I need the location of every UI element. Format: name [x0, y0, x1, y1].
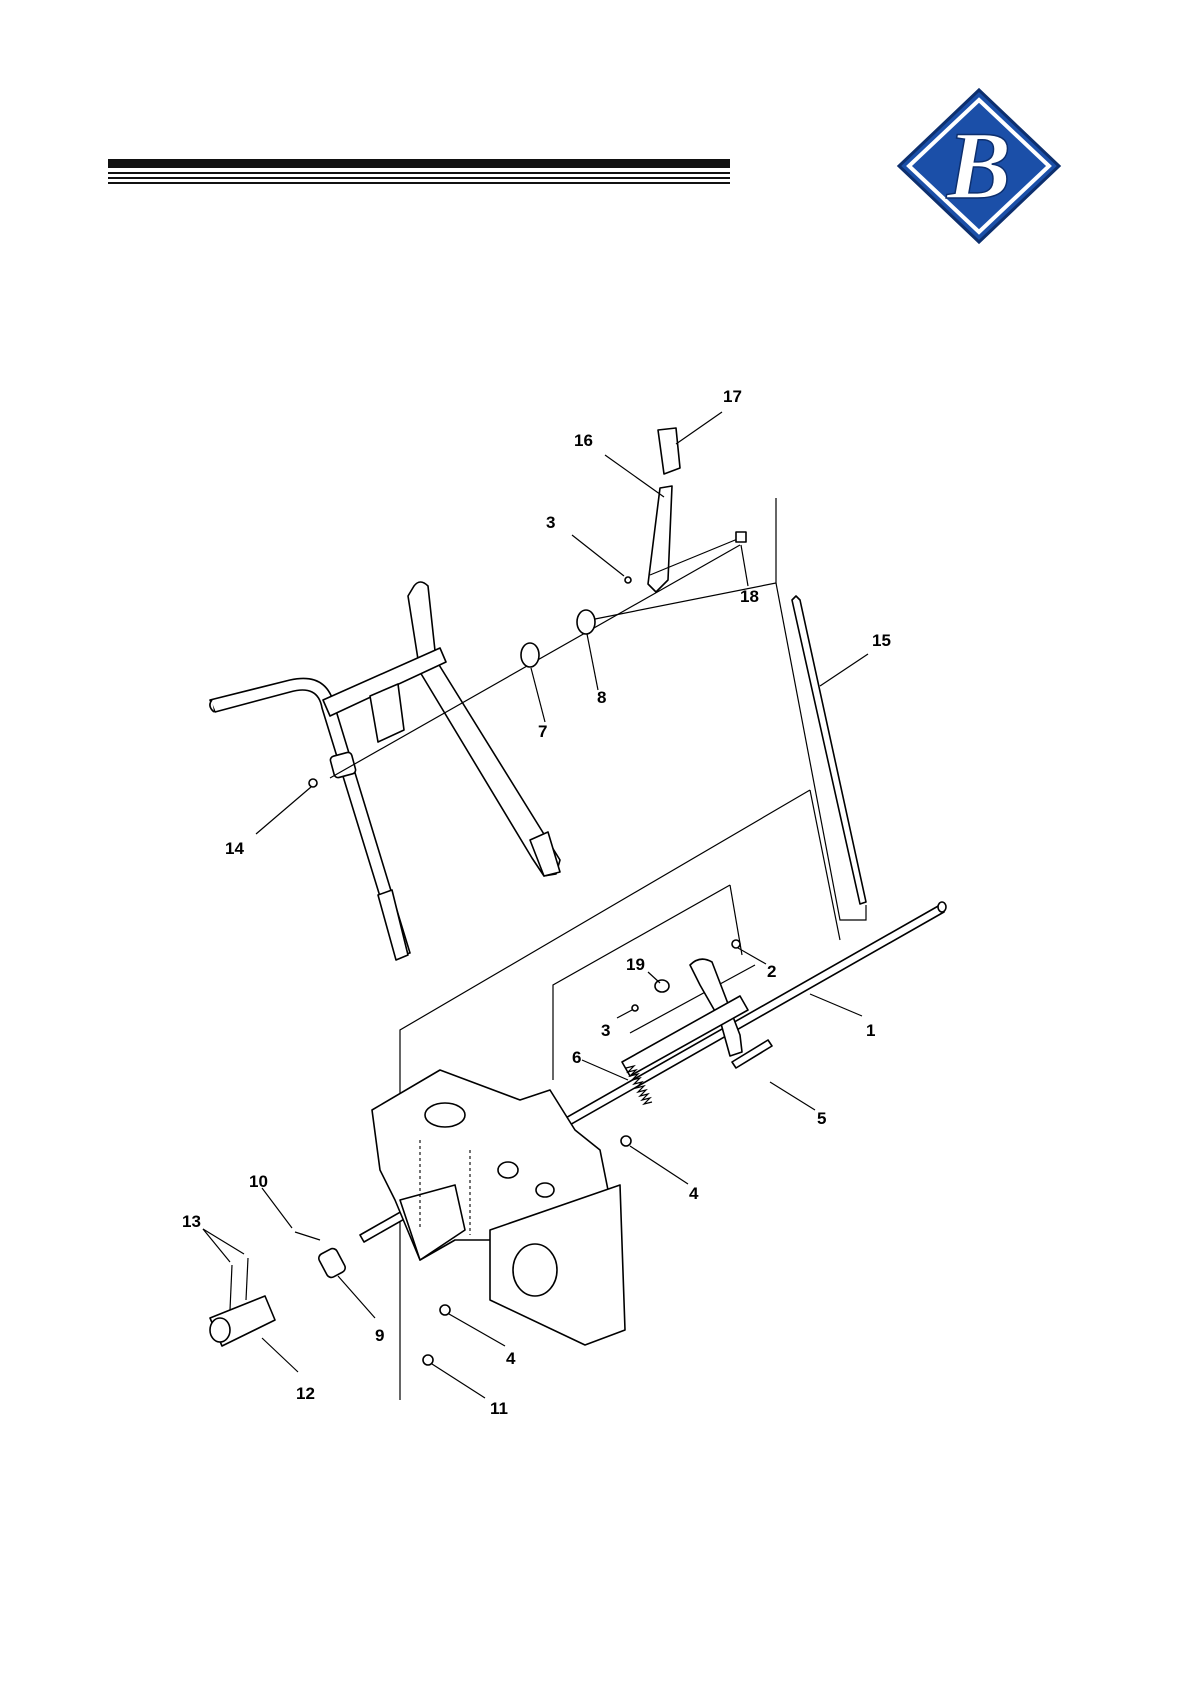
- callout-6: 6: [572, 1048, 581, 1067]
- callout-1: 1: [866, 1021, 875, 1040]
- shift-knob: [658, 428, 680, 474]
- callout-11: 11: [490, 1399, 508, 1418]
- pin-13b: [246, 1258, 248, 1300]
- callout-7: 7: [538, 722, 547, 741]
- callout-18: 18: [740, 587, 759, 606]
- bolt-10: [295, 1232, 320, 1240]
- pin-13a: [230, 1265, 232, 1310]
- shift-lever: [648, 486, 672, 592]
- callout-16: 16: [574, 431, 593, 450]
- nut-4a: [621, 1136, 631, 1146]
- frame-hole: [498, 1162, 518, 1178]
- callout-3-lower: 3: [601, 1021, 610, 1040]
- housing-port: [513, 1244, 557, 1296]
- callout-15: 15: [872, 631, 891, 650]
- handle-lower-end: [378, 890, 408, 960]
- nut-11: [423, 1355, 433, 1365]
- alignment-line: [810, 790, 840, 940]
- pivot-bolt: [732, 940, 740, 948]
- callout-9: 9: [375, 1326, 384, 1345]
- bushing: [317, 1247, 347, 1279]
- callout-13: 13: [182, 1212, 201, 1231]
- callout-14: 14: [225, 839, 244, 858]
- callout-4-lower: 4: [506, 1349, 516, 1368]
- callout-8: 8: [597, 688, 606, 707]
- callout-17: 17: [723, 387, 742, 406]
- callout-12: 12: [296, 1384, 315, 1403]
- flat-washer: [521, 643, 539, 667]
- hairpin-clip: [625, 577, 631, 583]
- hairpin-clip-2: [632, 1005, 638, 1011]
- callout-19: 19: [626, 955, 645, 974]
- star-washer: [577, 610, 595, 634]
- nut-4b: [440, 1305, 450, 1315]
- callout-5: 5: [817, 1109, 826, 1128]
- hex-nut: [309, 779, 317, 787]
- callout-10: 10: [249, 1172, 268, 1191]
- shift-rod: [792, 596, 866, 904]
- shoulder-bolt: [736, 532, 746, 542]
- callout-2: 2: [767, 962, 776, 981]
- handle-assembly: [210, 582, 560, 960]
- frame-hole: [425, 1103, 465, 1127]
- washer-19: [655, 980, 669, 992]
- frame-hole: [536, 1183, 554, 1197]
- callout-3-upper: 3: [546, 513, 555, 532]
- callout-4-upper: 4: [689, 1184, 699, 1203]
